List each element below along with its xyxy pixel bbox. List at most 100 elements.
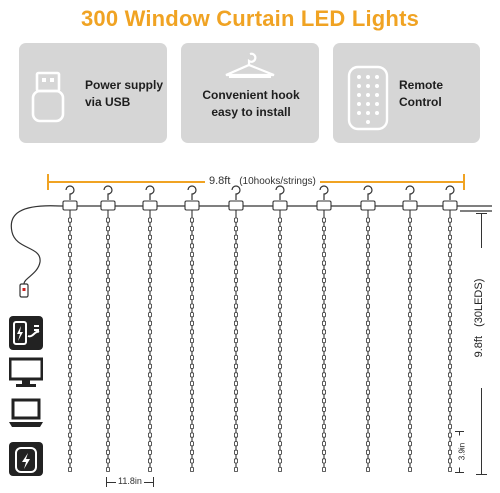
height-dimension-label: 9.8ft (30LEDS) <box>473 248 489 388</box>
usb-feature-line1: Power supply <box>85 78 164 92</box>
led-bulb <box>68 286 73 292</box>
led-bulb <box>106 389 111 395</box>
led-bulb <box>277 398 282 404</box>
led-bulb <box>68 320 73 326</box>
led-bulb <box>233 251 238 257</box>
connector-10 <box>442 200 458 211</box>
width-dimension-right-cap <box>463 174 465 190</box>
led-bulb <box>147 398 152 404</box>
led-bulb <box>189 251 194 257</box>
led-bulb <box>68 389 73 395</box>
led-bulb <box>147 423 152 429</box>
led-bulb <box>189 312 194 318</box>
led-bulb <box>106 398 111 404</box>
led-bulb <box>106 303 111 309</box>
led-bulb <box>233 441 238 447</box>
width-note: (10hooks/strings) <box>239 176 316 187</box>
led-bulb <box>106 260 111 266</box>
led-bulb <box>407 243 412 249</box>
led-bulb <box>407 458 412 464</box>
led-bulb <box>233 372 238 378</box>
led-bulb <box>365 423 370 429</box>
led-bulb <box>68 243 73 249</box>
led-bulb <box>365 251 370 257</box>
led-bulb <box>365 406 370 412</box>
led-bulb <box>106 415 111 421</box>
remote-feature-line2: Control <box>399 95 442 109</box>
led-bulb <box>147 312 152 318</box>
led-bulb <box>106 286 111 292</box>
width-dimension-label: 9.8ft (10hooks/strings) <box>205 175 320 187</box>
led-spacing-top-cap <box>455 431 464 432</box>
led-bulb <box>447 226 452 232</box>
led-bulb <box>68 466 73 472</box>
led-bulb <box>106 423 111 429</box>
led-bulb <box>321 458 326 464</box>
led-bulb <box>277 363 282 369</box>
led-bulb <box>277 355 282 361</box>
led-spacing-bottom-cap <box>455 472 464 473</box>
usb-feature-text: Power supply via USB <box>85 77 163 111</box>
led-bulb <box>233 286 238 292</box>
hook-6 <box>275 185 285 200</box>
usb-feature-line2: via USB <box>85 95 131 109</box>
led-bulb <box>147 380 152 386</box>
led-bulb <box>68 226 73 232</box>
led-bulb <box>277 226 282 232</box>
led-bulb <box>365 346 370 352</box>
led-bulb <box>189 355 194 361</box>
hook-feature-line1: Convenient hook <box>202 88 300 102</box>
led-bulb <box>189 269 194 275</box>
led-bulb <box>147 243 152 249</box>
led-bulb <box>407 226 412 232</box>
led-bulb <box>68 329 73 335</box>
hook-5 <box>231 185 241 200</box>
led-bulb <box>321 380 326 386</box>
led-bulb <box>447 217 452 223</box>
led-bulb <box>447 286 452 292</box>
led-bulb <box>321 320 326 326</box>
connector-3 <box>142 200 158 211</box>
led-bulb <box>147 449 152 455</box>
led-bulb <box>233 423 238 429</box>
led-bulb <box>189 329 194 335</box>
led-bulb <box>407 251 412 257</box>
led-bulb <box>407 415 412 421</box>
led-bulb <box>147 389 152 395</box>
led-bulb <box>321 277 326 283</box>
led-bulb <box>68 355 73 361</box>
led-bulb <box>233 458 238 464</box>
led-bulb <box>277 294 282 300</box>
led-bulb <box>233 432 238 438</box>
led-bulb <box>277 312 282 318</box>
led-bulb <box>147 355 152 361</box>
led-bulb <box>447 269 452 275</box>
led-bulb <box>365 363 370 369</box>
led-bulb <box>147 234 152 240</box>
led-bulb <box>321 355 326 361</box>
led-bulb <box>233 398 238 404</box>
hook-icon <box>225 52 275 78</box>
led-bulb <box>189 449 194 455</box>
width-dimension-left-cap <box>47 174 49 190</box>
led-bulb <box>277 243 282 249</box>
led-bulb <box>365 286 370 292</box>
hook-1 <box>65 185 75 200</box>
led-bulb <box>189 415 194 421</box>
led-bulb <box>68 406 73 412</box>
led-bulb <box>407 329 412 335</box>
led-bulb <box>447 423 452 429</box>
led-bulb <box>277 458 282 464</box>
hook-10 <box>445 185 455 200</box>
led-bulb <box>147 466 152 472</box>
led-bulb <box>233 217 238 223</box>
led-bulb <box>147 277 152 283</box>
power-bank-icon <box>9 442 43 476</box>
led-bulb <box>189 406 194 412</box>
led-bulb <box>277 234 282 240</box>
connector-8 <box>360 200 376 211</box>
led-bulb <box>407 423 412 429</box>
led-bulb <box>68 380 73 386</box>
led-bulb <box>447 398 452 404</box>
led-bulb <box>147 346 152 352</box>
